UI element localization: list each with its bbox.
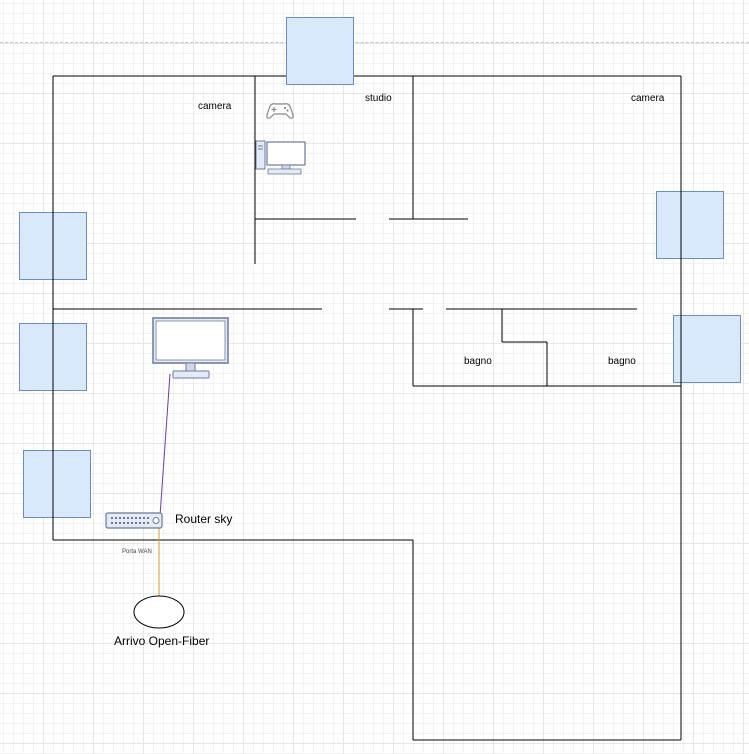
desktop-pc-icon[interactable] bbox=[255, 140, 306, 175]
router-label: Router sky bbox=[175, 512, 233, 526]
window-left-3[interactable] bbox=[23, 450, 91, 518]
gamepad-icon[interactable] bbox=[266, 103, 294, 119]
monitor-icon[interactable] bbox=[152, 317, 229, 379]
window-right-2[interactable] bbox=[673, 315, 741, 383]
window-right-1[interactable] bbox=[656, 191, 724, 259]
fiber-arrival-node[interactable] bbox=[133, 595, 185, 629]
room-label-bagno-right: bagno bbox=[608, 356, 636, 367]
room-label-studio: studio bbox=[365, 93, 392, 104]
page-break-line bbox=[0, 42, 749, 43]
wan-port-label: Porta WAN bbox=[122, 549, 152, 555]
router-icon[interactable] bbox=[105, 512, 163, 529]
window-top[interactable] bbox=[286, 17, 354, 85]
fiber-arrival-label: Arrivo Open-Fiber bbox=[114, 634, 210, 648]
room-label-camera-right: camera bbox=[631, 93, 665, 104]
room-label-bagno-left: bagno bbox=[464, 356, 492, 367]
room-label-camera-left: camera bbox=[198, 101, 232, 112]
ethernet-cable[interactable] bbox=[159, 373, 171, 517]
walls bbox=[52, 75, 682, 741]
